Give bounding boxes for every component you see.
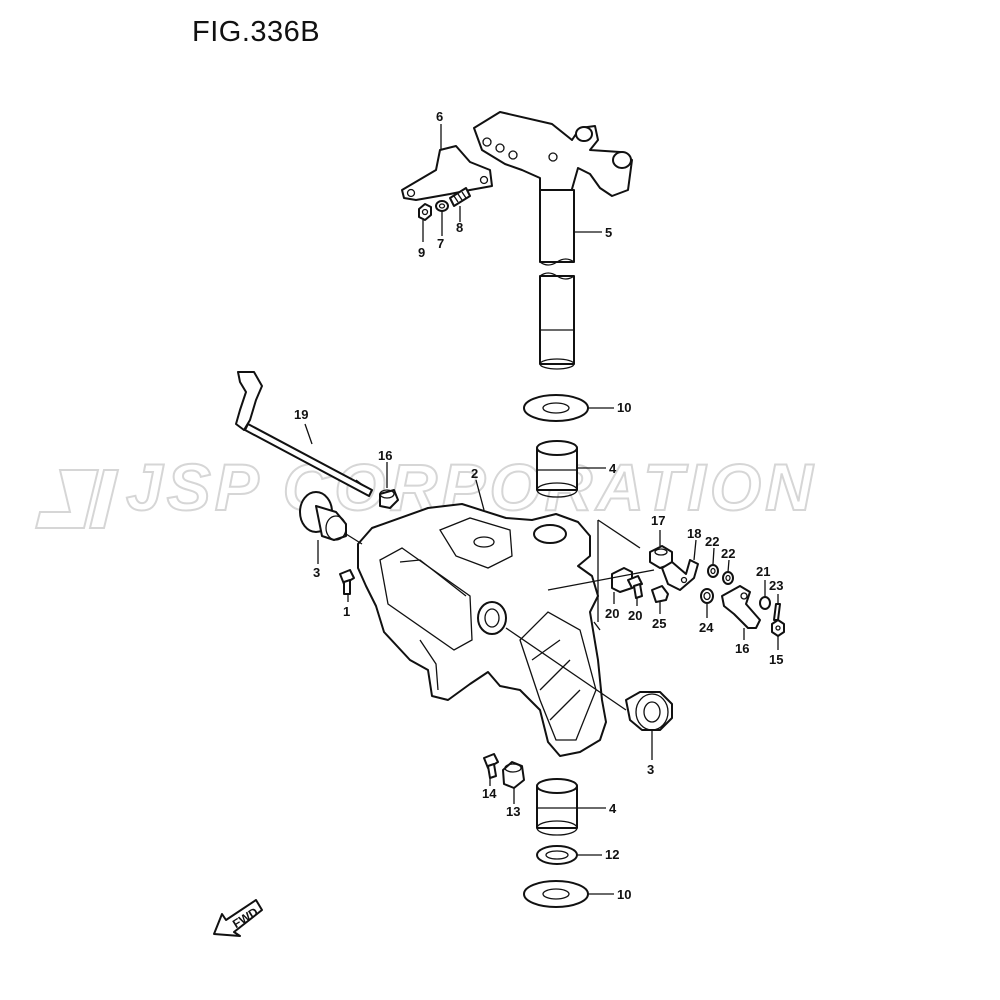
- part-9-nut[interactable]: [418, 203, 432, 221]
- callout-2: 2: [471, 466, 478, 481]
- callout-3-right: 3: [647, 762, 654, 777]
- callout-16-left: 16: [378, 448, 392, 463]
- part-12-cap[interactable]: [502, 761, 525, 789]
- part-21-washer[interactable]: [759, 596, 771, 610]
- figure-title: FIG.336B: [192, 16, 321, 48]
- callout-21: 21: [756, 564, 770, 579]
- callout-23: 23: [769, 578, 783, 593]
- callout-5: 5: [605, 225, 612, 240]
- part-24-bushing[interactable]: [700, 588, 714, 604]
- part-20-screw[interactable]: [627, 575, 643, 599]
- part-10-washer-lower[interactable]: [523, 880, 589, 908]
- callout-20: 20: [628, 608, 642, 623]
- part-15-lever-plate[interactable]: [721, 585, 761, 629]
- callout-13: 14: [482, 786, 497, 801]
- part-8-stud[interactable]: [449, 187, 471, 207]
- part-22-washer-b[interactable]: [722, 571, 734, 585]
- callout-24: 24: [699, 620, 714, 635]
- callout-18: 20: [605, 606, 619, 621]
- callout-4-upper: 4: [609, 461, 617, 476]
- callout-25: 25: [652, 616, 666, 631]
- part-11-collar[interactable]: [536, 845, 578, 865]
- part-5-steering-shaft[interactable]: [473, 111, 633, 370]
- callout-10-lower: 10: [617, 887, 631, 902]
- callout-22-a: 22: [705, 534, 719, 549]
- part-3-bushing-left[interactable]: [299, 491, 347, 541]
- callout-11: 12: [605, 847, 619, 862]
- part-6-bracket[interactable]: [401, 145, 493, 201]
- part-22-washer-a[interactable]: [707, 564, 719, 578]
- part-2-swivel-bracket[interactable]: [357, 503, 607, 757]
- callout-labels: 6 5 7 8 9 10 19 4 16 2 17 18 22 22 3 21 …: [294, 109, 783, 902]
- callout-1: 1: [343, 604, 350, 619]
- part-7-washer[interactable]: [435, 200, 449, 212]
- leader-lines: [304, 124, 779, 895]
- part-16-grommet-left[interactable]: [379, 489, 399, 509]
- part-23-cotter-pin[interactable]: [773, 603, 781, 621]
- callout-16-right: 17: [651, 513, 665, 528]
- fwd-arrow: FWD: [213, 899, 263, 937]
- part-1-bolt[interactable]: [339, 569, 355, 595]
- callout-7: 7: [437, 236, 444, 251]
- part-4-bushing-upper[interactable]: [536, 440, 578, 498]
- callout-12: 13: [506, 804, 520, 819]
- part-3-bushing-right[interactable]: [625, 691, 673, 731]
- callout-15: 16: [735, 641, 749, 656]
- callout-17: 18: [687, 526, 701, 541]
- part-19-rod[interactable]: [235, 371, 373, 497]
- callout-3-left: 3: [313, 565, 320, 580]
- callout-4-lower: 4: [609, 801, 617, 816]
- callout-6: 6: [436, 109, 443, 124]
- part-25-pin[interactable]: [651, 585, 669, 603]
- callout-10-upper: 10: [617, 400, 631, 415]
- callout-8: 8: [456, 220, 463, 235]
- part-4-bushing-lower[interactable]: [536, 778, 578, 836]
- callout-14: 15: [769, 652, 783, 667]
- callout-9: 9: [418, 245, 425, 260]
- assembly-lines: [345, 519, 655, 711]
- callout-19: 19: [294, 407, 308, 422]
- part-10-washer-upper[interactable]: [523, 394, 589, 422]
- part-14-nut[interactable]: [771, 619, 785, 637]
- part-17-link[interactable]: [661, 559, 699, 591]
- part-13-bolt[interactable]: [483, 753, 499, 779]
- callout-22-b: 22: [721, 546, 735, 561]
